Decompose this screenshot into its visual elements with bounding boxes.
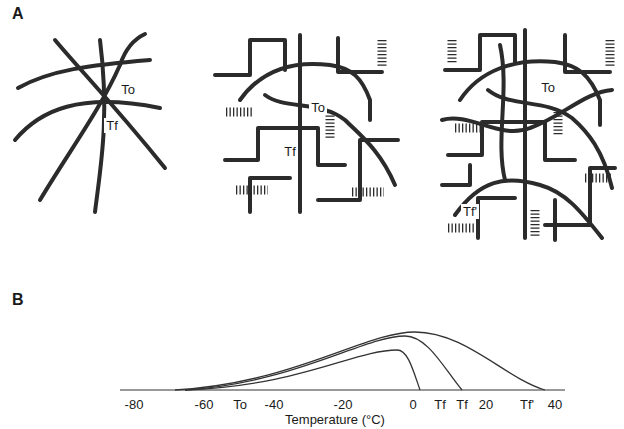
dense-network: [442, 30, 615, 240]
loose-network: [15, 34, 165, 212]
axis-tick: 0: [409, 397, 416, 412]
temperature-label: Tf: [282, 144, 298, 159]
axis-title: Temperature (°C): [285, 412, 385, 427]
panel-letter: A: [12, 6, 24, 21]
axis-tick: -40: [265, 397, 284, 412]
axis-tick: -80: [125, 397, 144, 412]
axis-tick: 40: [548, 397, 562, 412]
melting-chart: [120, 332, 565, 390]
panel-letter: B: [12, 292, 24, 307]
axis-tick: -60: [195, 397, 214, 412]
temperature-label: Tf: [456, 397, 468, 412]
partial-network: [215, 35, 398, 212]
temperature-label: Tf': [461, 204, 479, 219]
temperature-label: To: [119, 82, 137, 97]
temperature-label: To: [539, 80, 557, 95]
temperature-label: Tf: [434, 397, 446, 412]
axis-tick: 20: [479, 397, 493, 412]
temperature-label: To: [233, 397, 247, 412]
temperature-label: Tf': [520, 397, 534, 412]
temperature-label: Tf: [104, 118, 120, 133]
temperature-label: To: [309, 100, 327, 115]
axis-tick: -20: [334, 397, 353, 412]
